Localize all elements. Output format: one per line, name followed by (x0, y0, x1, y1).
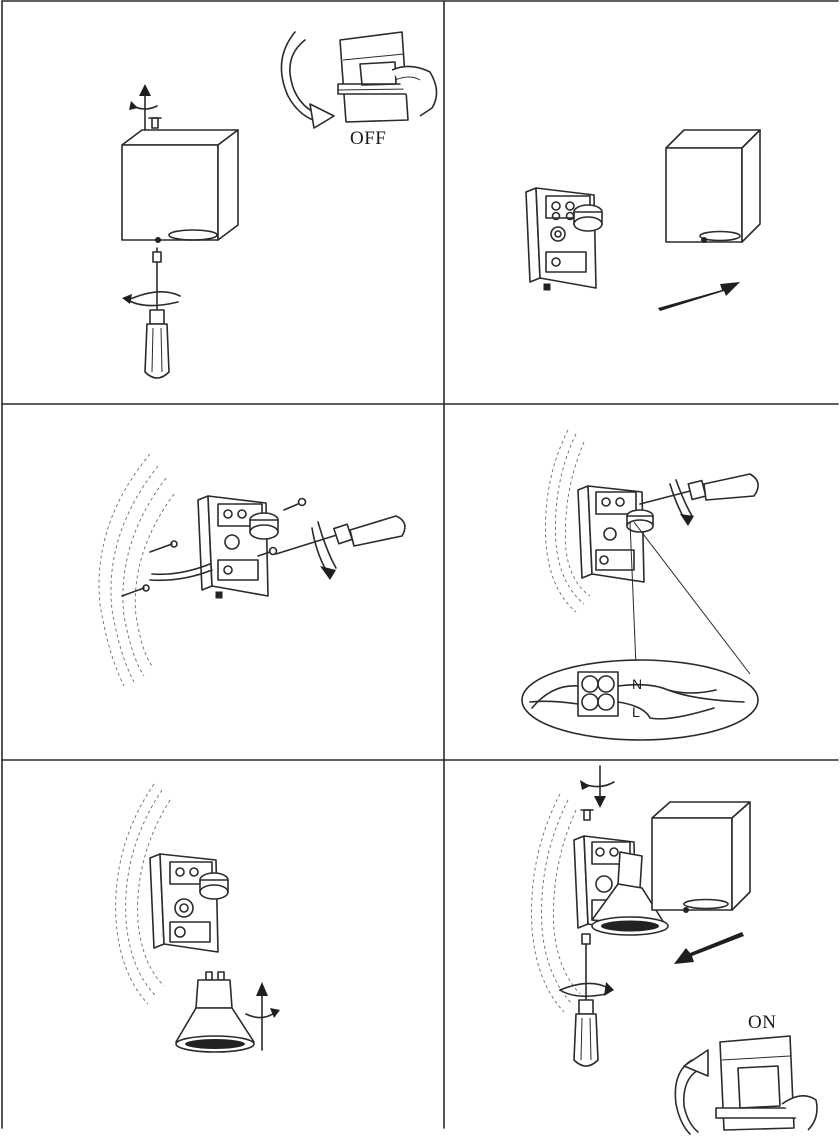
step-5-illustration (115, 783, 280, 1053)
step-4-illustration (521, 429, 759, 741)
screws (257, 497, 307, 557)
detail-callout (521, 521, 759, 741)
wall-hatching (98, 453, 175, 687)
step-1-illustration (121, 31, 438, 379)
lamp-housing (665, 129, 761, 243)
step-6-illustration (531, 765, 818, 1135)
mounting-plate (577, 485, 654, 583)
screwdriver (122, 247, 181, 379)
wall-hatching (545, 429, 591, 613)
wire-label-l: L (632, 704, 640, 720)
breaker-switch (280, 31, 438, 129)
wall-hatching (531, 793, 581, 1013)
wall-hatching (115, 783, 171, 1005)
gu10-bulb (591, 851, 669, 936)
off-label: OFF (350, 128, 387, 149)
lamp-housing (121, 129, 239, 243)
wall-plugs (121, 540, 178, 597)
mounting-plate (197, 495, 279, 599)
step-2-illustration (525, 129, 761, 311)
screwdriver (639, 473, 759, 526)
gu10-bulb (175, 971, 255, 1053)
slide-arrow (674, 932, 744, 964)
step-4-panel: N L (444, 404, 840, 760)
on-label: ON (748, 1012, 777, 1033)
step-6-panel: ON (444, 760, 840, 1137)
wire-label-n: N (632, 676, 643, 692)
cable (149, 563, 213, 582)
mounting-plate (149, 853, 229, 953)
slide-arrow (658, 282, 740, 311)
step-2-panel (444, 0, 840, 404)
lamp-housing (651, 801, 751, 913)
step-3-illustration (98, 453, 406, 687)
top-screw-arrow (129, 84, 162, 131)
screwdriver (559, 933, 614, 1067)
step-5-panel (0, 760, 444, 1137)
step-1-panel: OFF (0, 0, 444, 404)
mounting-plate (525, 187, 603, 291)
screwdriver (275, 515, 406, 580)
insert-arrow (245, 982, 280, 1051)
top-screw-arrow (580, 765, 615, 821)
breaker-switch (674, 1035, 818, 1135)
step-3-panel (0, 404, 444, 760)
